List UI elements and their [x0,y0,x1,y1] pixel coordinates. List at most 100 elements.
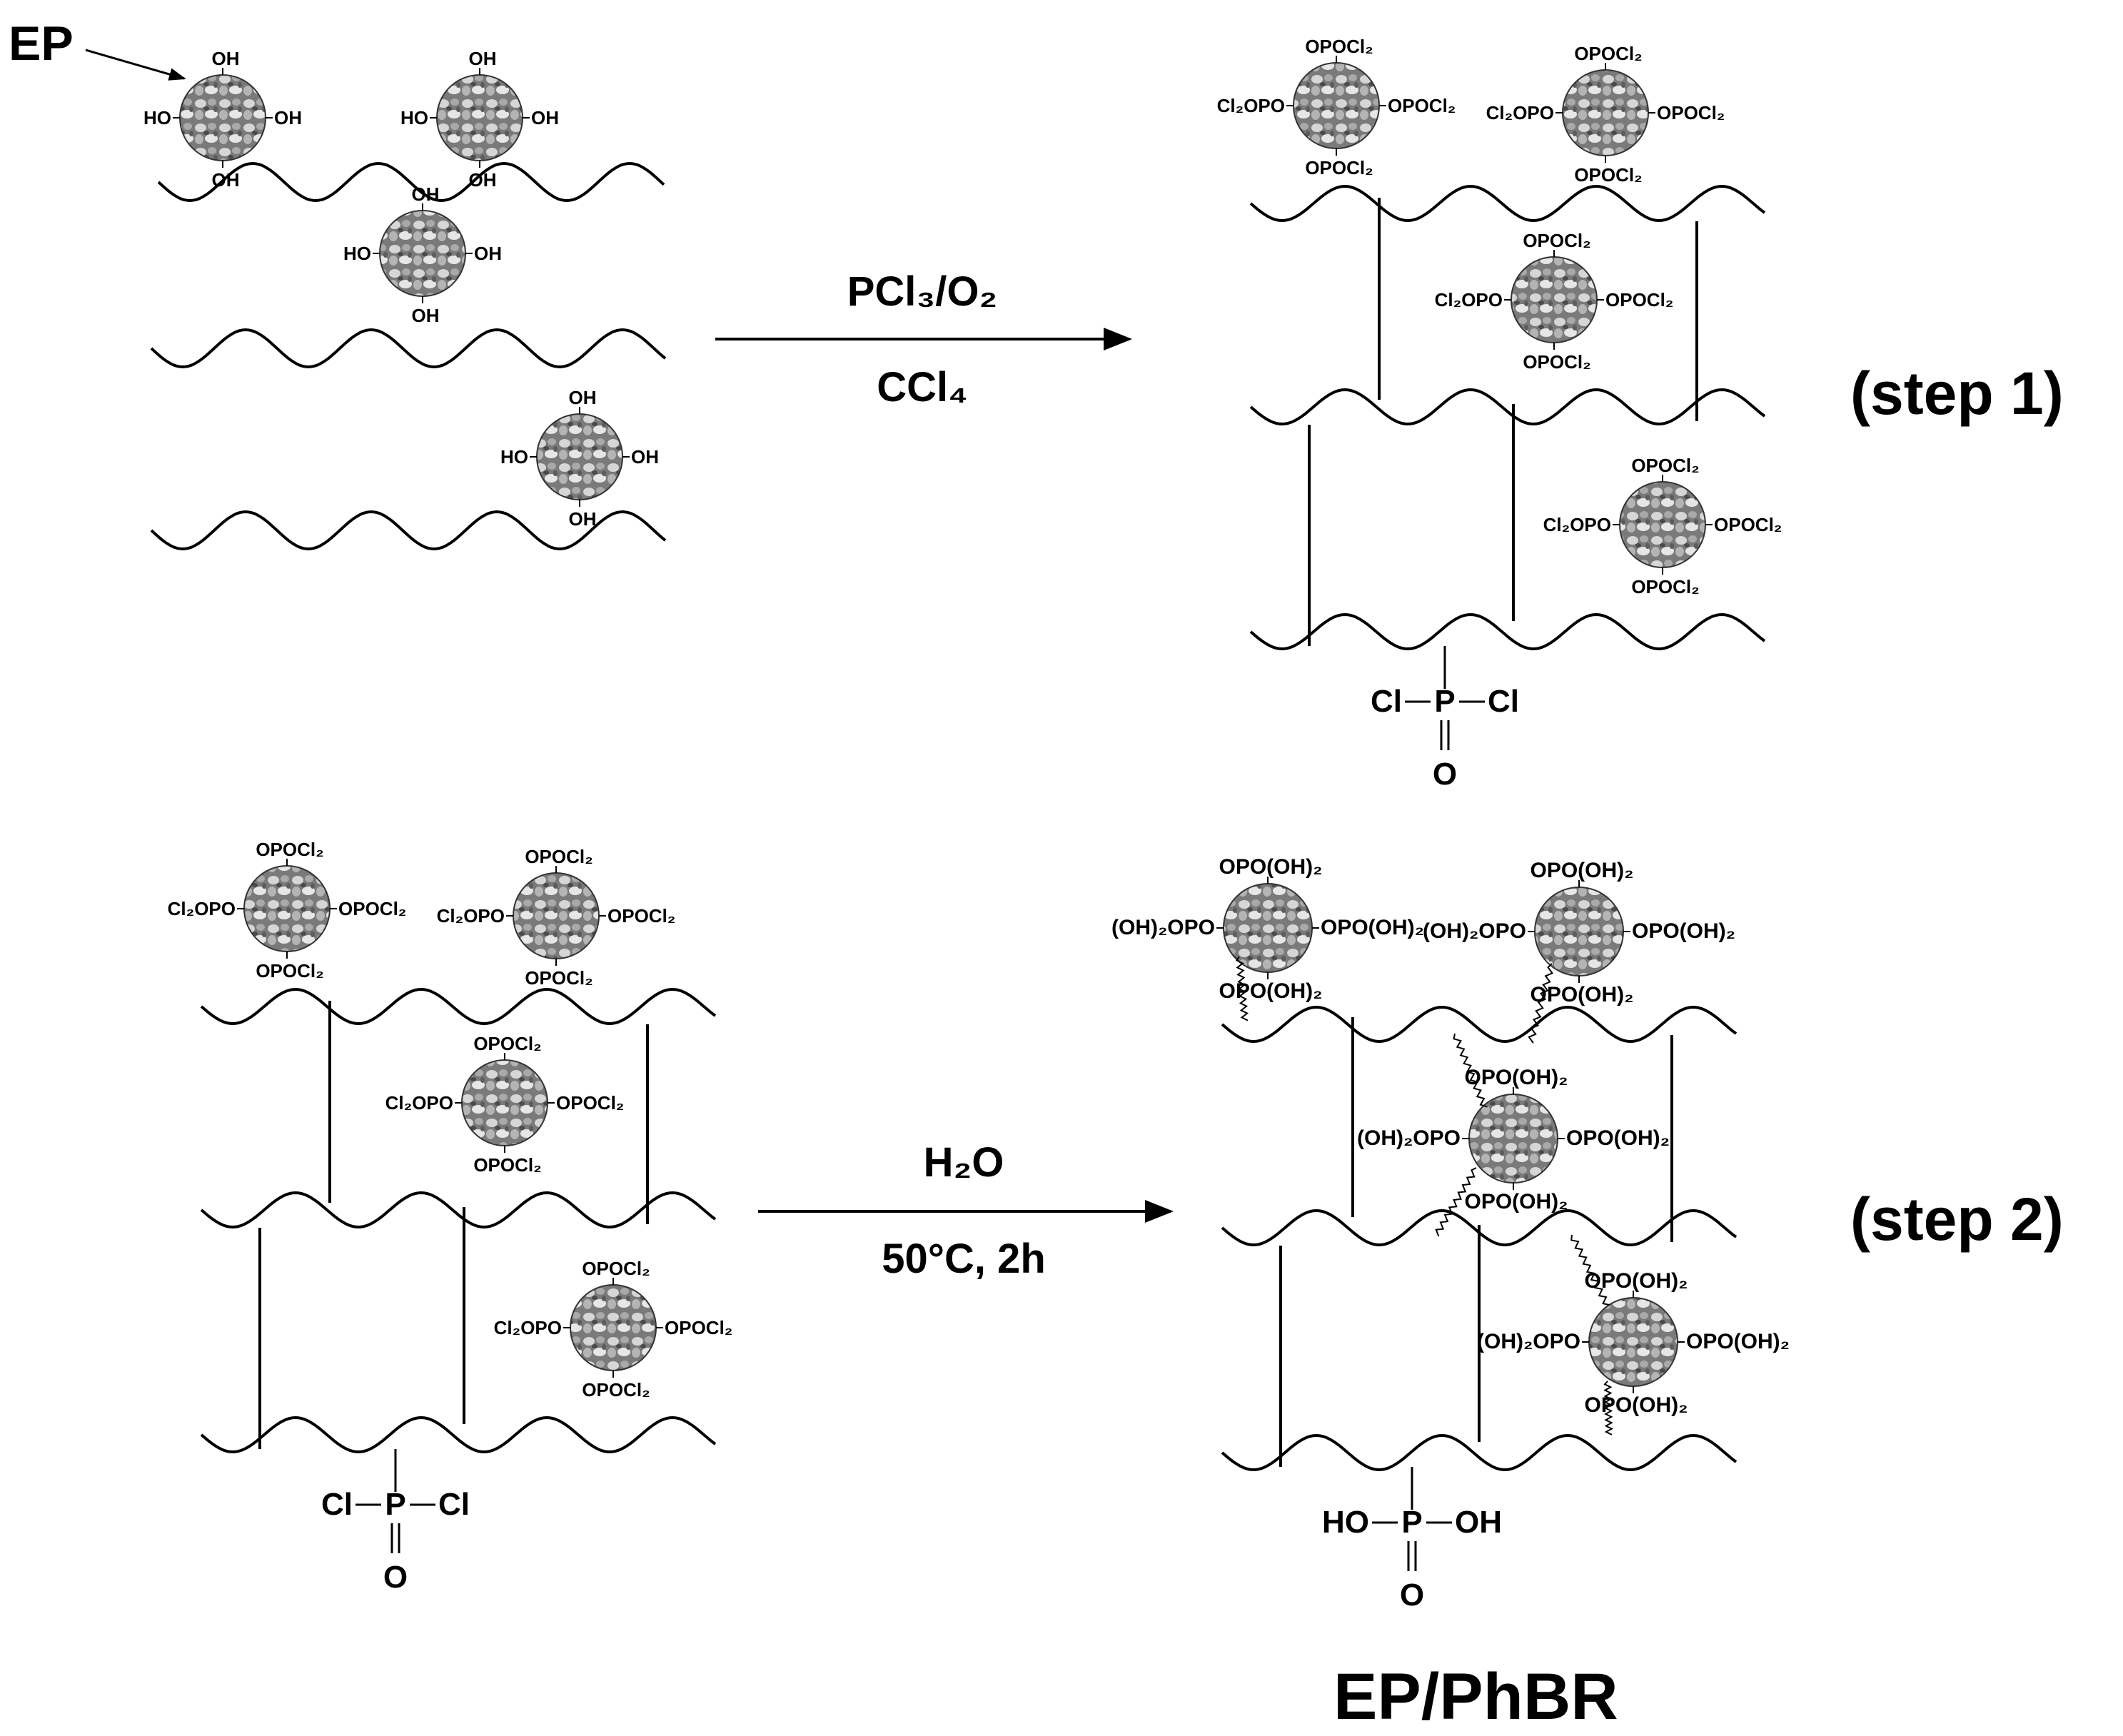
polymer-chain [200,987,717,1026]
group-label: Cl₂OPO [1543,514,1611,535]
phosphorylated-product-network: OPO(OH)₂ OPO(OH)₂ (OH)₂OPO OPO(OH)₂ OPO(OH)₂… [1111,855,1790,1613]
particle-body [513,872,600,959]
group-label: (OH)₂OPO [1111,916,1215,939]
pendant-atom: OH [1455,1505,1502,1540]
group-label: Cl₂OPO [494,1317,562,1338]
step2-label: (step 2) [1850,1186,2064,1253]
step1-label: (step 1) [1850,360,2064,427]
particle-body [179,74,266,161]
group-label: OPOCl₂ [256,839,323,860]
polymer-chain [150,510,667,551]
group-label: (OH)₂OPO [1357,1126,1461,1150]
group-label: OH [569,387,597,408]
group-label: OPOCl₂ [1574,164,1642,186]
particle-body [243,865,331,952]
group-label: OPOCl₂ [1714,514,1782,535]
polymer-chain [1221,1433,1738,1472]
polymer-chain [200,1415,717,1454]
group-label: OH [412,305,440,326]
group-label: OPO(OH)₂ [1465,1190,1568,1213]
group-label: OH [569,508,597,530]
step1-solvent: CCl₄ [877,364,968,410]
group-label: OPOCl₂ [1574,43,1642,64]
group-label: OH [212,169,240,191]
group-label: Cl₂OPO [168,898,236,919]
group-label: OPOCl₂ [1523,230,1590,251]
group-label: OPO(OH)₂ [1566,1126,1670,1150]
pendant-atom: Cl [321,1487,353,1522]
group-label: OH [469,48,497,69]
group-label: OPOCl₂ [338,898,406,919]
group-label: OH [531,107,559,128]
hydrogen-bond-squiggle [1435,1167,1477,1237]
group-label: Cl₂OPO [1435,289,1503,311]
group-label: OPOCl₂ [473,1154,541,1176]
group-label: OPOCl₂ [1657,102,1725,123]
step1-reagent: PCl₃/O₂ [847,268,998,315]
particle-body [1223,883,1313,973]
particle-body [536,413,623,500]
group-label: HO [500,446,528,468]
particle-body [1534,887,1624,976]
group-label: OPOCl₂ [665,1317,732,1338]
group-label: OPO(OH)₂ [1531,983,1634,1006]
group-label: OPOCl₂ [1305,157,1373,178]
hydrogen-bond-squiggle [1603,1381,1613,1435]
group-label: OPOCl₂ [525,846,592,867]
hydrogen-bond-squiggle [1570,1234,1610,1306]
group-label: OH [412,183,440,205]
ep-particle: OPOCl₂ OPOCl₂ Cl₂OPO OPOCl₂ [1486,43,1725,186]
group-label: HO [343,243,371,264]
group-label: OPO(OH)₂ [1585,1393,1688,1417]
group-label: OPOCl₂ [1305,36,1373,57]
pendant-atom: P [1434,684,1455,719]
pendant-atom: O [1400,1578,1424,1613]
pendant-atom: O [383,1560,408,1595]
pendant-atom: Cl [1371,684,1402,719]
particle-body [436,74,523,161]
group-label: OH [469,169,497,191]
group-label: OPOCl₂ [1605,289,1673,311]
particle-body [461,1059,548,1146]
group-label: OPO(OH)₂ [1686,1330,1790,1353]
group-label: OPO(OH)₂ [1531,859,1634,882]
particle-body [1562,69,1649,156]
group-label: OPOCl₂ [1523,351,1590,373]
particle-body [1619,481,1706,568]
particle-body [570,1284,657,1371]
group-label: OPO(OH)₂ [1219,855,1323,879]
group-label: (OH)₂OPO [1477,1330,1580,1353]
group-label: OPO(OH)₂ [1632,919,1735,943]
group-label: OPOCl₂ [1388,95,1456,116]
particle-body [379,210,466,297]
pendant-atom: P [1401,1505,1422,1540]
polymer-chain [150,328,667,369]
group-label: Cl₂OPO [1486,102,1554,123]
pendant-atom: O [1433,757,1457,792]
polymer-chain [1249,612,1766,651]
pendant-atom: P [385,1487,405,1522]
chlorophosphorylated-network-step2: OPOCl₂ OPOCl₂ Cl₂OPO OPOCl₂ OPOCl₂ OPOCl₂ Cl₂O… [168,839,733,1595]
particle-body [1511,256,1598,343]
group-label: (OH)₂OPO [1423,919,1526,943]
ep-label: EP [9,16,74,71]
group-label: OH [631,446,659,468]
polymer-chain [1221,1005,1738,1044]
step2-reagent: H₂O [924,1139,1004,1186]
group-label: OPOCl₂ [525,967,592,989]
group-label: Cl₂OPO [437,905,505,927]
group-label: OPOCl₂ [556,1092,624,1114]
product-label: EP/PhBR [1333,1660,1618,1733]
particle-body [1293,62,1380,149]
group-label: OPOCl₂ [1631,455,1699,476]
